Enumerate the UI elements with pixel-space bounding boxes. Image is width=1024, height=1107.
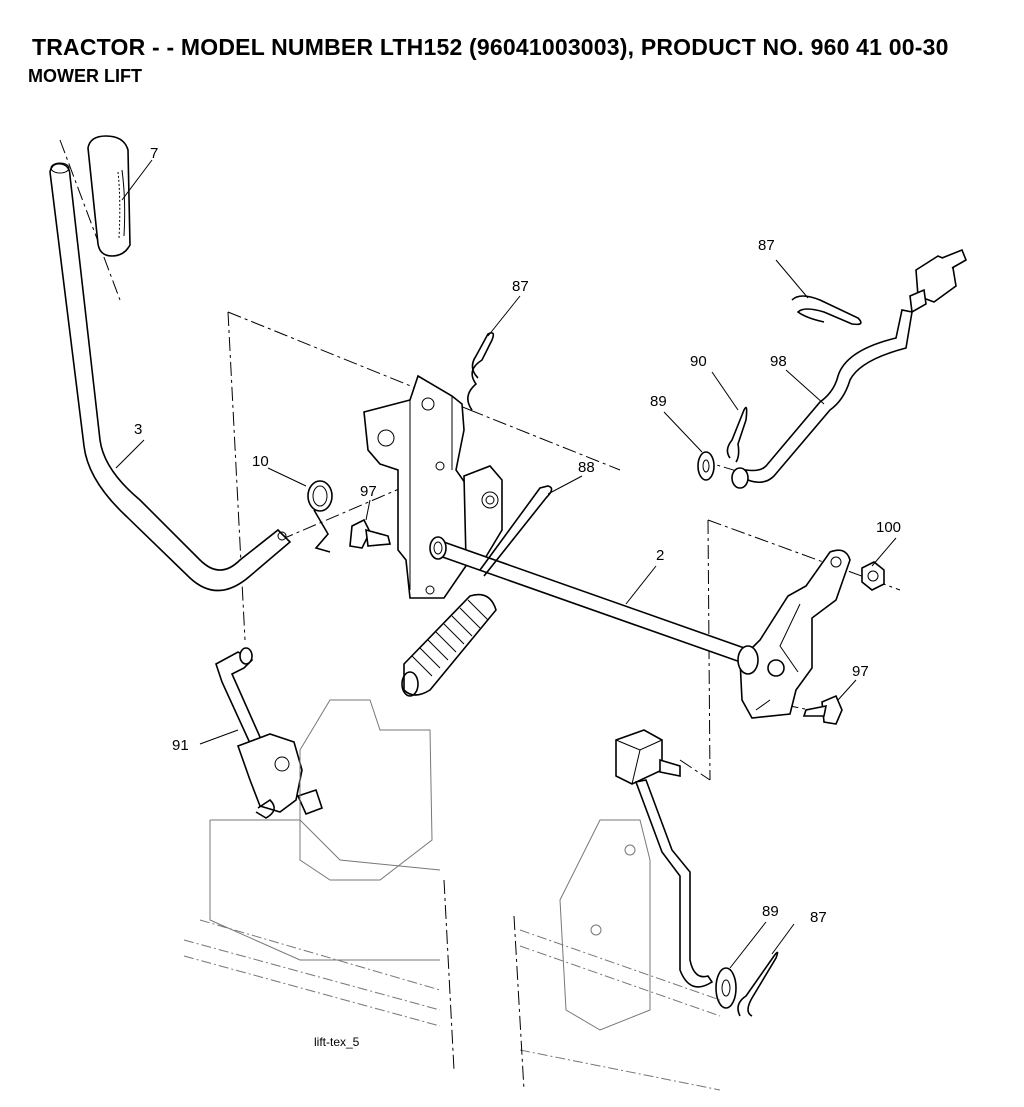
callout-97-right: 97	[852, 663, 869, 680]
deck-bracket-left-phantom	[183, 699, 455, 1071]
bolt-part-97-left	[349, 518, 392, 549]
page-title: TRACTOR - - MODEL NUMBER LTH152 (9604100…	[32, 34, 949, 60]
handle-grip-part-7	[87, 135, 131, 257]
callout-89-top: 89	[650, 393, 667, 410]
section-subtitle: MOWER LIFT	[28, 66, 142, 86]
washer-part-89-top	[697, 451, 715, 481]
cotter-pin-part-87-top-right	[791, 295, 862, 326]
lift-link-right	[615, 729, 714, 988]
extension-spring-part-88	[401, 485, 553, 697]
figure-reference: lift-tex_5	[314, 1035, 360, 1049]
callout-90: 90	[690, 353, 707, 370]
bolt-part-97-right	[802, 694, 843, 725]
callout-89-bottom: 89	[762, 903, 779, 920]
torsion-spring-part-10	[307, 480, 333, 553]
lift-link-part-91	[215, 647, 324, 819]
callout-88: 88	[578, 459, 595, 476]
leader-lines	[115, 159, 897, 969]
hairpin-pin-part-90	[726, 406, 748, 463]
cotter-pin-part-87-bottom	[737, 951, 779, 1017]
washer-part-89-bottom	[715, 967, 737, 1009]
cotter-pin-part-87-center	[467, 332, 495, 411]
callout-91: 91	[172, 737, 189, 754]
callout-labels: 7 87 87 90 98 89 3 10 97 88 2 100 97 91 …	[134, 145, 901, 1049]
callout-3: 3	[134, 421, 142, 438]
adjustment-rod-part-98	[731, 248, 968, 489]
callout-87-bottom: 87	[810, 909, 827, 926]
callout-87-center: 87	[512, 278, 529, 295]
callout-100: 100	[876, 519, 901, 536]
lift-arm-right	[737, 549, 851, 719]
callout-97-left: 97	[360, 483, 377, 500]
nut-part-100	[861, 561, 885, 591]
deck-bracket-right-phantom	[513, 819, 721, 1091]
callout-2: 2	[656, 547, 664, 564]
callout-7: 7	[150, 145, 158, 162]
callout-87-top-right: 87	[758, 237, 775, 254]
callout-98: 98	[770, 353, 787, 370]
lift-lever-part-3	[49, 162, 292, 592]
callout-10: 10	[252, 453, 269, 470]
